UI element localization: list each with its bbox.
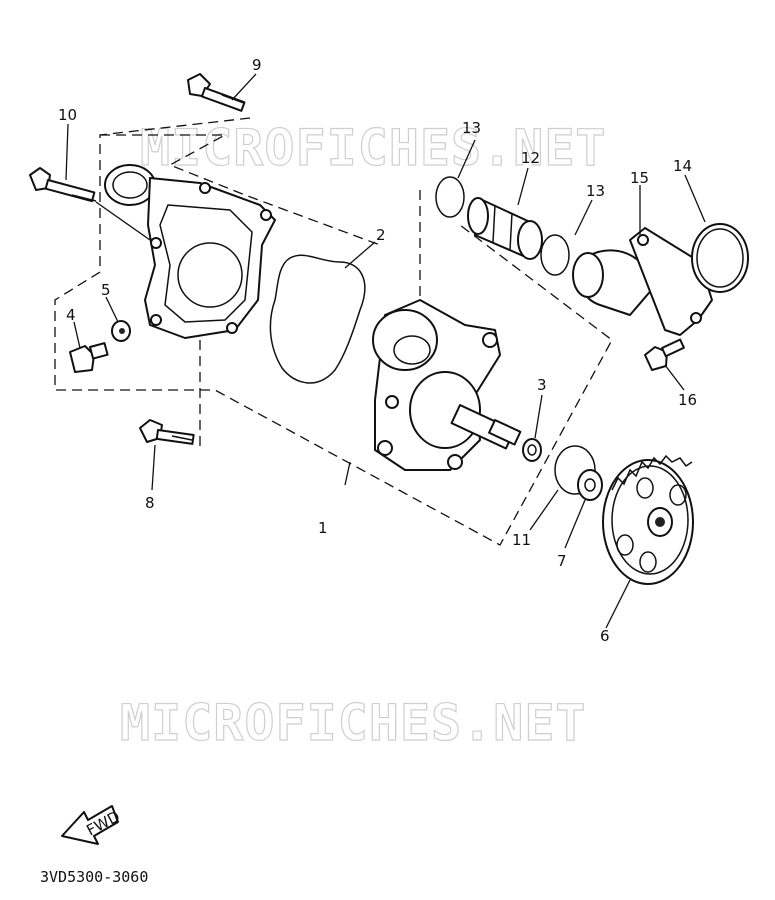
callout-1: 1: [318, 519, 328, 537]
leader-lines: [65, 73, 706, 629]
callout-15: 15: [630, 169, 649, 187]
callout-13-right: 13: [586, 182, 605, 200]
callout-labels: 1 2 3 4 5 6 7 8 9 10 11 12 13 13 14 15 1…: [58, 56, 697, 645]
callout-2: 2: [376, 226, 386, 244]
watermark-bottom: MICROFICHES.NET: [120, 694, 587, 752]
bolt-8: [139, 419, 195, 445]
gasket-2: [269, 254, 366, 384]
bolt-16: [644, 338, 685, 371]
impeller-gear-6: [602, 454, 694, 585]
callout-8: 8: [145, 494, 155, 512]
fwd-arrow-icon: FWD: [61, 805, 123, 845]
callout-3: 3: [537, 376, 547, 394]
callout-9: 9: [252, 56, 262, 74]
washer-5: [111, 320, 131, 342]
o-ring-11: [554, 445, 596, 495]
o-ring-14: [691, 223, 749, 293]
washer-7: [577, 469, 603, 501]
watermark-top: MICROFICHES.NET: [140, 119, 607, 177]
callout-13-left: 13: [462, 119, 481, 137]
callout-11: 11: [512, 531, 531, 549]
callout-14: 14: [673, 157, 692, 175]
assembly-outline-top: [100, 134, 381, 246]
pump-cover: [104, 164, 276, 339]
bolt-10: [29, 167, 151, 241]
callout-10: 10: [58, 106, 77, 124]
o-ring-13-right: [540, 234, 570, 276]
drawing-number: 3VD5300-3060: [40, 868, 148, 886]
callout-12: 12: [521, 149, 540, 167]
bolt-9: [187, 73, 246, 112]
elbow-15: [572, 227, 713, 336]
callout-4: 4: [66, 306, 76, 324]
o-ring-14-inner: [696, 228, 744, 288]
callout-7: 7: [557, 552, 567, 570]
plug-4: [69, 342, 109, 373]
callout-6: 6: [600, 627, 610, 645]
circlip-3: [522, 438, 542, 462]
o-ring-13-left: [435, 176, 465, 218]
pump-housing-1: [372, 299, 522, 471]
assembly-outline-left: [54, 117, 613, 546]
callout-5: 5: [101, 281, 111, 299]
callout-16: 16: [678, 391, 697, 409]
pipe-12: [467, 197, 543, 260]
